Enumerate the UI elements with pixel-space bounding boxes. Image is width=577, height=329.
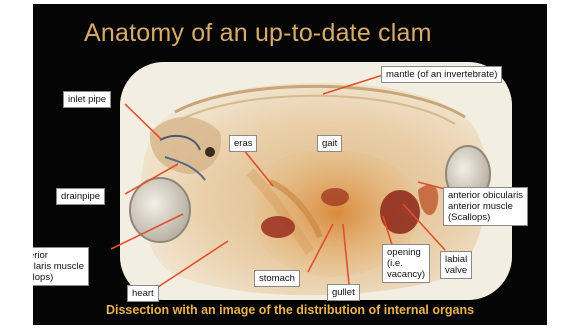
diagram-title: Anatomy of an up-to-date clam xyxy=(84,19,432,48)
label-eras: eras xyxy=(229,135,257,152)
label-posterior-muscle: posterior obicularis muscle (Scallops) xyxy=(33,247,89,286)
posterior-muscle xyxy=(130,178,190,242)
label-stomach: stomach xyxy=(254,270,300,287)
label-mantle: mantle (of an invertebrate) xyxy=(381,66,502,83)
label-anterior-muscle: anterior obicularis anterior muscle (Sca… xyxy=(443,187,528,226)
label-heart: heart xyxy=(127,285,159,302)
gullet-organ xyxy=(380,190,420,234)
label-labial-valve: labial valve xyxy=(440,251,472,279)
label-gullet: gullet xyxy=(327,284,360,301)
diagram-caption: Dissection with an image of the distribu… xyxy=(33,303,547,317)
label-gait: gait xyxy=(317,135,342,152)
label-inlet-pipe: inlet pipe xyxy=(63,91,111,108)
label-drainpipe: drainpipe xyxy=(56,188,105,205)
label-opening: opening (i.e. vacancy) xyxy=(382,244,430,283)
slide-panel: Anatomy of an up-to-date clam xyxy=(33,4,547,325)
stomach-organ xyxy=(321,188,349,206)
siphon-dark-spot xyxy=(205,147,215,157)
heart-organ xyxy=(261,216,295,238)
